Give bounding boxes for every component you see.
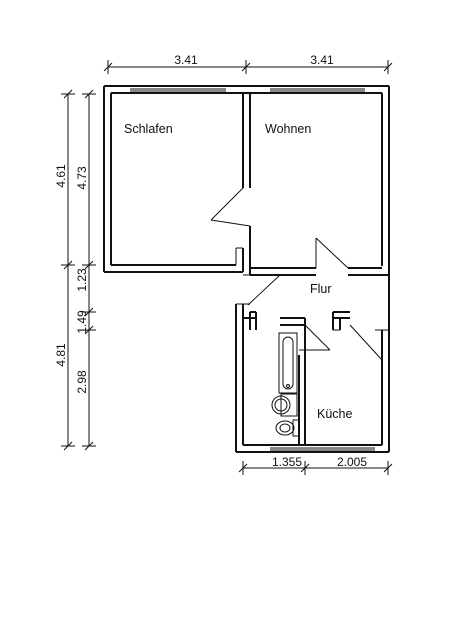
outer-walls (103, 85, 390, 453)
room-label-flur: Flur (310, 282, 332, 296)
room-label-wohnen: Wohnen (265, 122, 311, 136)
dim-left-inner-small: 1.49 (75, 310, 89, 334)
dim-left-outer-bottom: 4.81 (54, 343, 68, 367)
dim-left-outer-top: 4.61 (54, 164, 68, 188)
dim-left-inner-bottom: 2.98 (75, 370, 89, 394)
room-label-schlafen: Schlafen (124, 122, 173, 136)
dim-top-left: 3.41 (174, 53, 198, 67)
dim-left-inner-mid: 1.23 (75, 268, 89, 292)
top-dimension: 3.41 3.41 (103, 53, 393, 74)
left-dimension-outer: 4.61 4.81 (54, 89, 75, 451)
left-dimension-inner: 4.73 1.23 1.49 2.98 (75, 89, 96, 451)
dim-top-right: 3.41 (310, 53, 334, 67)
room-label-kueche: Küche (317, 407, 352, 421)
bathtub (278, 332, 298, 394)
bottom-dimension: 1.355 2.005 (238, 455, 393, 475)
dim-left-inner-top: 4.73 (75, 166, 89, 190)
washbasin (271, 393, 298, 417)
internal-walls (210, 93, 389, 445)
dim-bottom-left: 1.355 (272, 455, 302, 469)
toilet (275, 419, 300, 437)
dim-bottom-right: 2.005 (337, 455, 367, 469)
